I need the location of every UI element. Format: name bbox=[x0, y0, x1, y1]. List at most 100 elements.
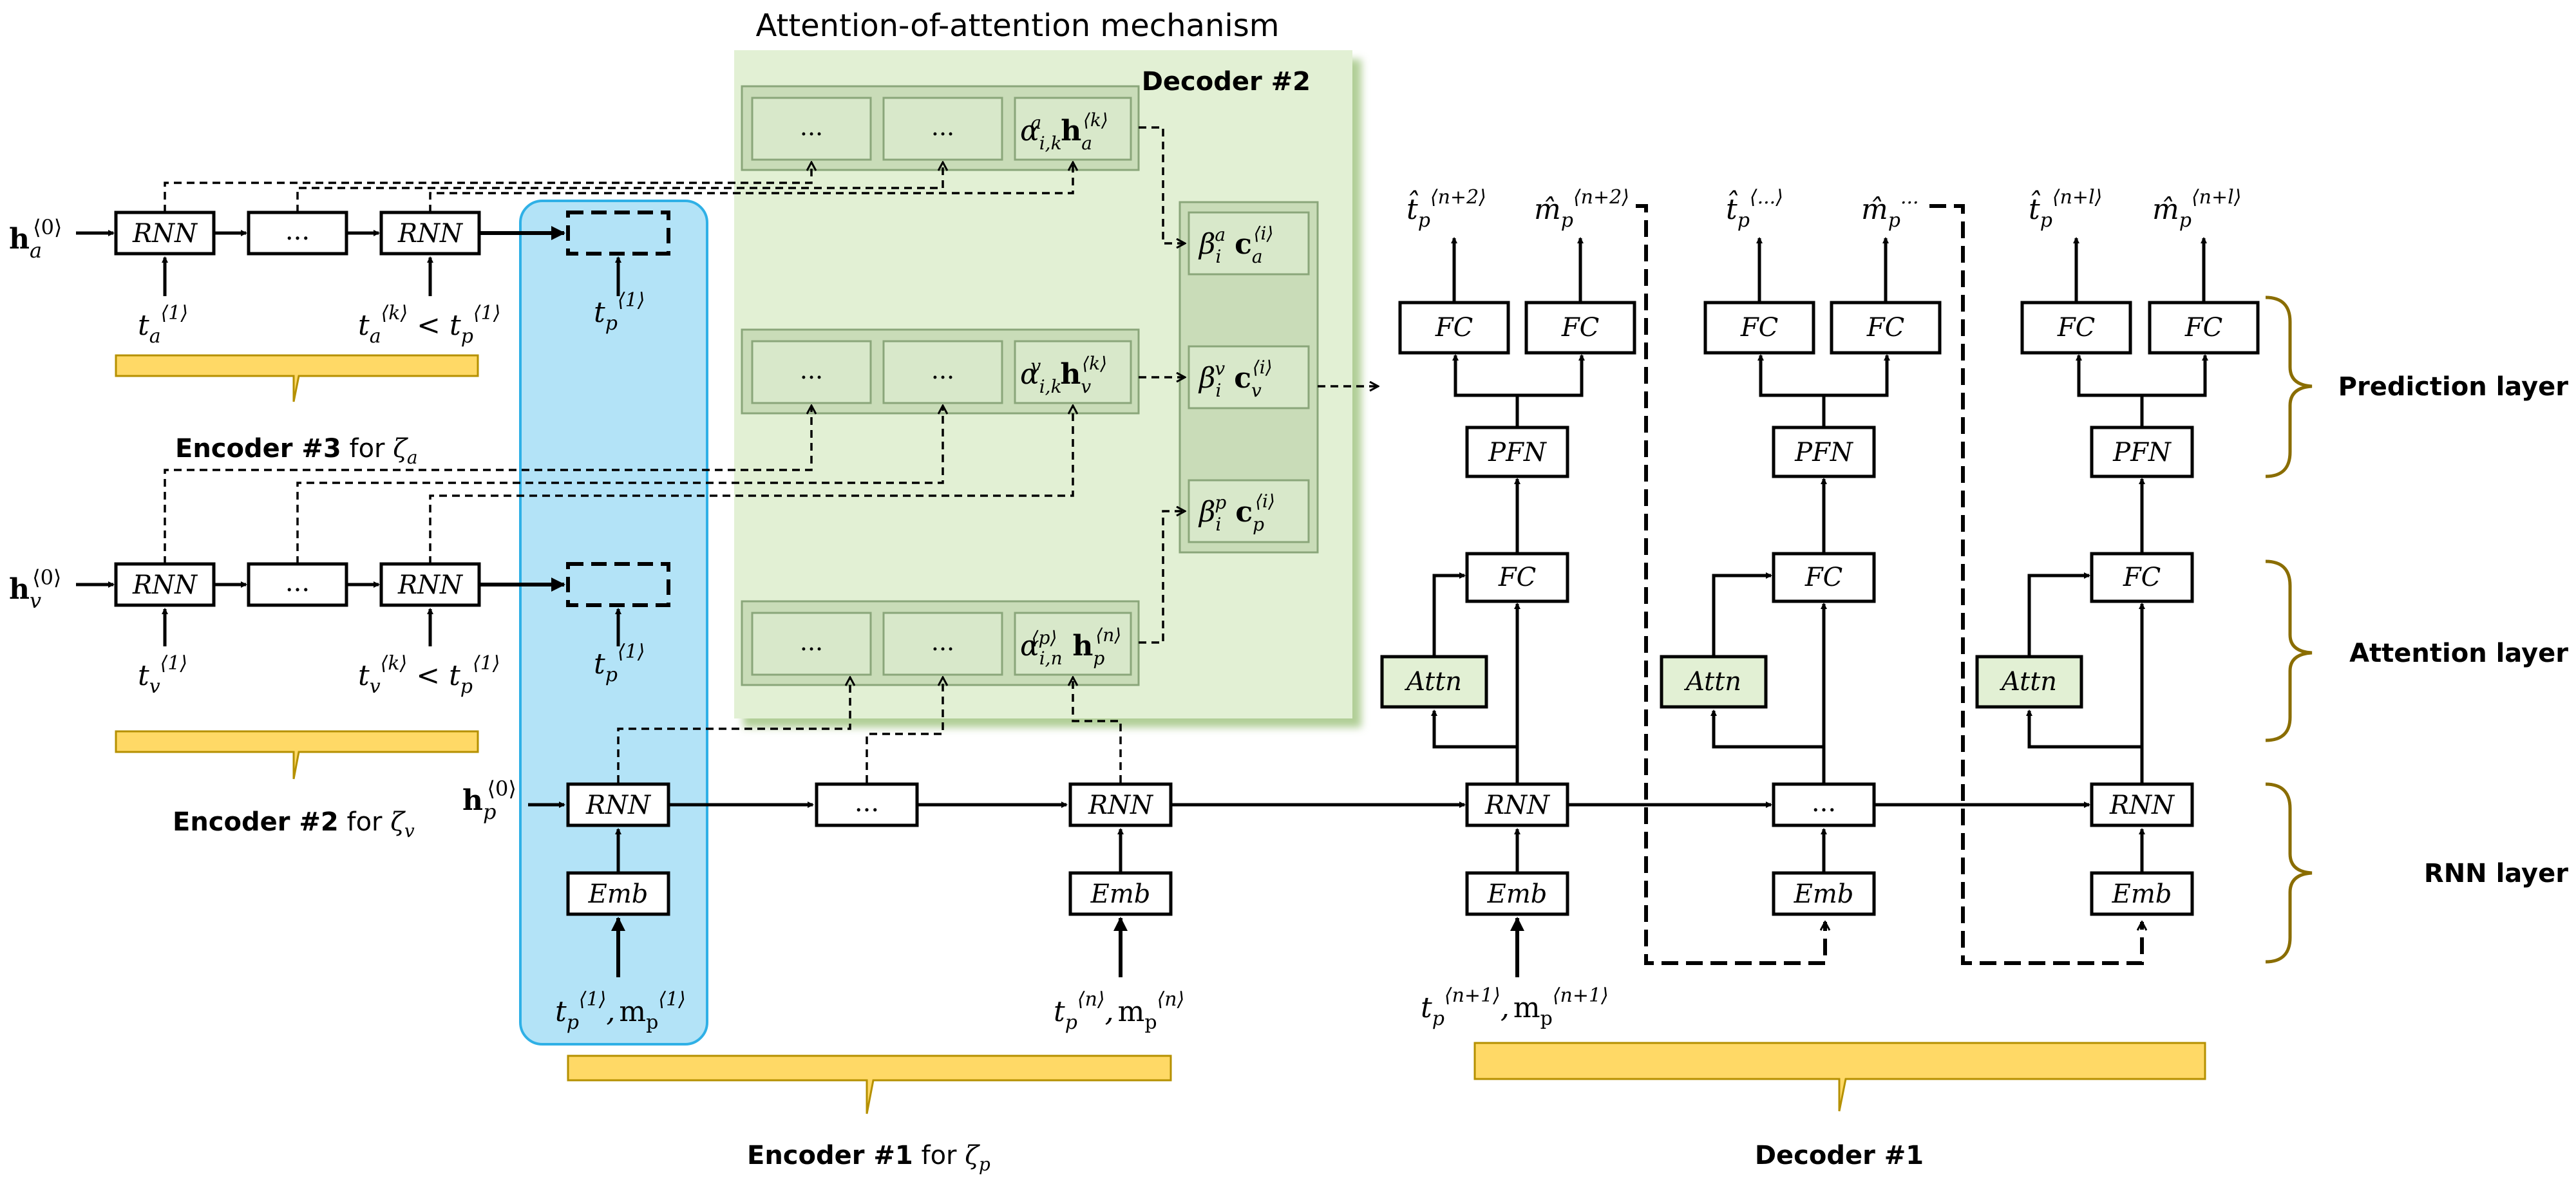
alpha-p-h: αi,n⟨p⟩hp⟨n⟩ bbox=[1020, 624, 1121, 669]
svg-text:...: ... bbox=[800, 628, 823, 656]
encoder2-label: Encoder #2 for ζv bbox=[173, 807, 415, 841]
svg-text:RNN: RNN bbox=[397, 219, 464, 249]
encoder1-brace bbox=[567, 1055, 1172, 1114]
svg-text:PFN: PFN bbox=[1794, 438, 1854, 467]
enc1-rnn-n bbox=[1068, 782, 1173, 827]
encoder3-label: Encoder #3 for ζa bbox=[175, 434, 418, 468]
dec1-fc-attn-2 bbox=[1772, 552, 1876, 603]
rnn-layer-brace bbox=[2265, 782, 2313, 964]
output-that-dots: t̂p⟨...⟩ bbox=[1726, 186, 1783, 232]
dec1-fc-t-3 bbox=[2020, 301, 2132, 355]
svg-text:RNN: RNN bbox=[1484, 791, 1551, 820]
svg-text:...: ... bbox=[855, 788, 879, 818]
rnn-layer-label: RNN layer bbox=[2424, 859, 2568, 888]
input-h-a0: ha⟨0⟩ bbox=[9, 215, 62, 263]
t-p1-enc2: tp⟨1⟩ bbox=[594, 641, 645, 686]
svg-text:FC: FC bbox=[2123, 563, 2161, 592]
input-h-v0: hv⟨0⟩ bbox=[9, 565, 61, 613]
dec1-emb-3 bbox=[2090, 871, 2194, 916]
dec1-attn-3 bbox=[1975, 655, 2083, 709]
prediction-layer-label: Prediction layer bbox=[2338, 372, 2569, 402]
diagram-title: Attention-of-attention mechanism bbox=[756, 8, 1280, 44]
svg-text:...: ... bbox=[931, 113, 954, 141]
enc2-rnn-k bbox=[379, 562, 481, 607]
dec1-attn-2 bbox=[1660, 655, 1768, 709]
input-h-p0: hp⟨0⟩ bbox=[462, 776, 516, 824]
svg-text:...: ... bbox=[285, 216, 310, 246]
svg-text:Emb: Emb bbox=[2112, 879, 2172, 909]
decoder1-brace bbox=[1473, 1042, 2206, 1112]
prediction-layer-brace bbox=[2265, 296, 2313, 478]
svg-text:FC: FC bbox=[2184, 313, 2222, 342]
attention-layer-brace bbox=[2265, 559, 2313, 742]
t-ak-lt-tp1: ta⟨k⟩ < tp⟨1⟩ bbox=[358, 302, 500, 348]
svg-text:Attn: Attn bbox=[1404, 667, 1462, 697]
attention-layer-label: Attention layer bbox=[2349, 639, 2568, 668]
svg-text:FC: FC bbox=[1498, 563, 1536, 592]
dec1-pfn-1 bbox=[1465, 426, 1569, 478]
dec1-fc-t-2 bbox=[1703, 301, 1815, 355]
svg-text:Emb: Emb bbox=[1794, 879, 1854, 909]
svg-text:...: ... bbox=[931, 628, 954, 656]
output-that-nl: t̂p⟨n+l⟩ bbox=[2029, 186, 2102, 232]
dec1-fc-t-1 bbox=[1398, 301, 1510, 355]
svg-text:RNN: RNN bbox=[397, 570, 464, 600]
output-mhat-nl: m̂p⟨n+l⟩ bbox=[2152, 186, 2241, 232]
output-that-n2: t̂p⟨n+2⟩ bbox=[1406, 186, 1486, 232]
svg-text:...: ... bbox=[285, 568, 310, 597]
enc3-dots bbox=[247, 211, 348, 256]
dec1-dots bbox=[1772, 782, 1876, 827]
svg-text:Emb: Emb bbox=[588, 879, 649, 909]
svg-text:...: ... bbox=[1812, 788, 1836, 818]
svg-text:RNN: RNN bbox=[132, 570, 198, 600]
encoder1-label: Encoder #1 for ζp bbox=[747, 1141, 990, 1175]
enc2-dots bbox=[247, 562, 348, 607]
svg-text:...: ... bbox=[931, 356, 954, 384]
svg-text:FC: FC bbox=[1435, 313, 1473, 342]
svg-text:PFN: PFN bbox=[1488, 438, 1548, 467]
output-mhat-n2: m̂p⟨n+2⟩ bbox=[1534, 186, 1629, 232]
encoder3-brace bbox=[115, 354, 479, 402]
enc1-dots bbox=[815, 782, 919, 827]
dec1-fc-m-2 bbox=[1830, 301, 1942, 355]
svg-text:RNN: RNN bbox=[2109, 791, 2175, 820]
decoder1-label: Decoder #1 bbox=[1755, 1141, 1924, 1170]
svg-text:FC: FC bbox=[1561, 313, 1599, 342]
t-a1: ta⟨1⟩ bbox=[138, 302, 188, 348]
svg-text:PFN: PFN bbox=[2112, 438, 2172, 467]
svg-text:FC: FC bbox=[2057, 313, 2095, 342]
t-v1: tv⟨1⟩ bbox=[138, 652, 187, 698]
enc2-query-slot bbox=[566, 562, 670, 607]
encoder3-row: ha⟨0⟩ RNN ... RNN ta⟨1⟩ ta⟨k⟩ < tp⟨1⟩ tp… bbox=[9, 211, 670, 468]
encoder1-row: hp⟨0⟩ RNN ... RNN Emb Emb tp⟨1⟩,mp⟨1⟩ tp… bbox=[462, 776, 1184, 1175]
output-mhat-dots: m̂p... bbox=[1861, 186, 1919, 232]
svg-text:Attn: Attn bbox=[1683, 667, 1741, 697]
t-p1-enc3: tp⟨1⟩ bbox=[594, 289, 645, 335]
svg-text:...: ... bbox=[800, 356, 823, 384]
encoder1-highlight-column bbox=[519, 200, 708, 1046]
enc3-query-slot bbox=[566, 211, 670, 256]
svg-text:FC: FC bbox=[1804, 563, 1842, 592]
encoder2-row: hv⟨0⟩ RNN ... RNN tv⟨1⟩ tv⟨k⟩ < tp⟨1⟩ tp… bbox=[9, 562, 670, 841]
input-tpn-mpn: tp⟨n⟩,mp⟨n⟩ bbox=[1054, 988, 1184, 1034]
dec1-fc-m-3 bbox=[2148, 301, 2260, 355]
encoder2-brace bbox=[115, 730, 479, 780]
svg-text:RNN: RNN bbox=[1088, 791, 1154, 820]
svg-text:RNN: RNN bbox=[585, 791, 652, 820]
svg-text:FC: FC bbox=[1866, 313, 1904, 342]
svg-text:RNN: RNN bbox=[132, 219, 198, 249]
svg-text:FC: FC bbox=[1740, 313, 1778, 342]
dashed-attention-connectors bbox=[164, 126, 1378, 783]
t-vk-lt-tp1: tv⟨k⟩ < tp⟨1⟩ bbox=[358, 652, 500, 698]
input-tpn1-mpn1: tp⟨n+1⟩,mp⟨n+1⟩ bbox=[1421, 984, 1609, 1030]
svg-text:...: ... bbox=[800, 113, 823, 141]
svg-text:Attn: Attn bbox=[1999, 667, 2057, 697]
enc1-emb-1 bbox=[566, 871, 670, 916]
